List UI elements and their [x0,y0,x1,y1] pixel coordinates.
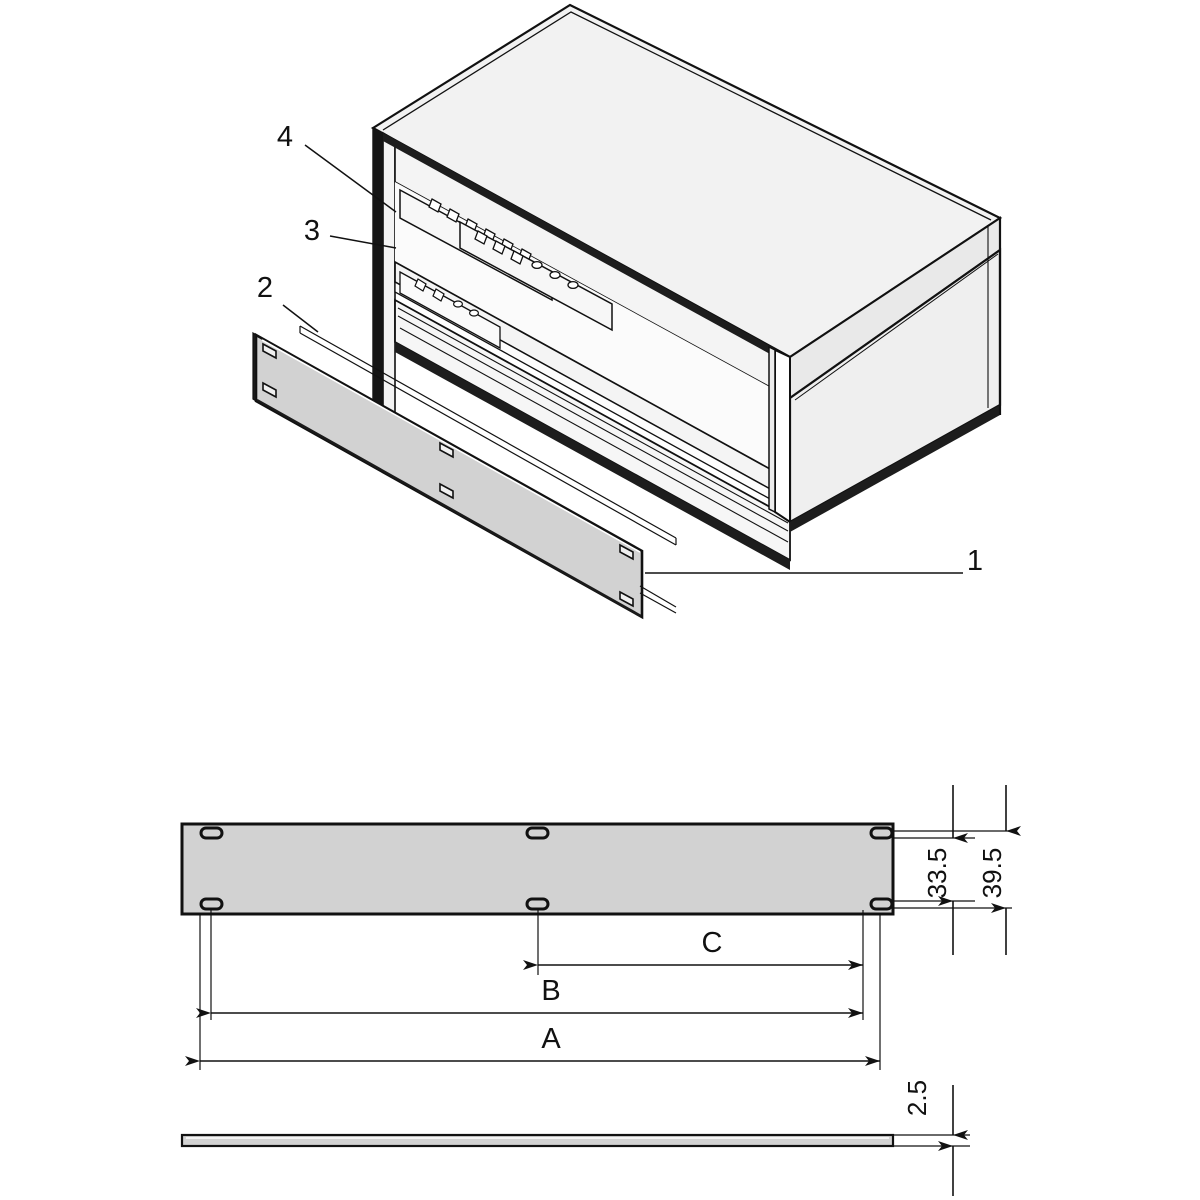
enclosure-right-bottom-shadow [790,405,1000,532]
front-panel-slots-iso [262,342,634,608]
enclosure-right-face-shade-line [794,253,999,401]
horizontal-dimension-lines [185,960,880,1066]
callout-2-label: 2 [257,272,273,304]
dimension-label-a: A [541,1023,561,1055]
mounting-slot [525,897,550,911]
dimension-label-2-5: 2.5 [902,1080,932,1116]
enclosure-front-right-post [774,348,791,524]
enclosure-top-rim-line [382,11,992,221]
mounting-slot [262,342,277,360]
vertical-dimension-lines [938,785,1021,1196]
mounting-slot [869,826,894,840]
panel-edge-body [180,1133,895,1148]
dimension-label-c: C [702,927,723,959]
panel-guide-strips [299,325,677,614]
enclosure-bottom-shadow [395,342,790,570]
callout-3-leader [329,235,397,249]
callout-3-label: 3 [304,215,320,247]
enclosure-front-left-post [382,131,396,422]
callout-1-label: 1 [967,545,983,577]
mounting-slot [525,826,550,840]
mounting-slot [439,441,454,459]
enclosure-left-outer-edge [373,128,383,420]
enclosure-front-top-shadow [383,133,790,365]
enclosure-front-right-post-inner [768,345,776,514]
mounting-slot [199,826,224,840]
front-panel-left-edge [252,331,257,403]
mounting-slot [619,590,634,608]
lower-rail-perforations [414,278,480,317]
dimension-label-33-5: 33.5 [922,848,952,899]
mounting-slot [439,482,454,500]
dimension-label-39-5: 39.5 [977,848,1007,899]
front-panel-bottom-edge [256,398,642,618]
bottom-extrusion-profile-lines [397,307,789,543]
mounting-slot [619,543,634,561]
mounting-slot [869,897,894,911]
callout-2-leader [282,304,319,333]
front-panel-elevation [180,822,895,916]
callout-4-label: 4 [277,121,293,153]
mounting-slot [262,381,277,399]
panel-elevation-slots [199,826,894,911]
upper-rail-secondary-perforations [474,230,579,290]
dimension-label-b: B [541,975,560,1007]
panel-edge-section-view [180,1133,895,1148]
exploded-front-panel [252,325,677,620]
callout-4-leader [304,144,397,213]
mounting-slot [199,897,224,911]
isometric-enclosure-assembly [370,3,1003,570]
front-panel-top-highlight [261,339,641,553]
lower-perforated-strip [399,270,501,350]
callout-leaders [282,144,963,574]
